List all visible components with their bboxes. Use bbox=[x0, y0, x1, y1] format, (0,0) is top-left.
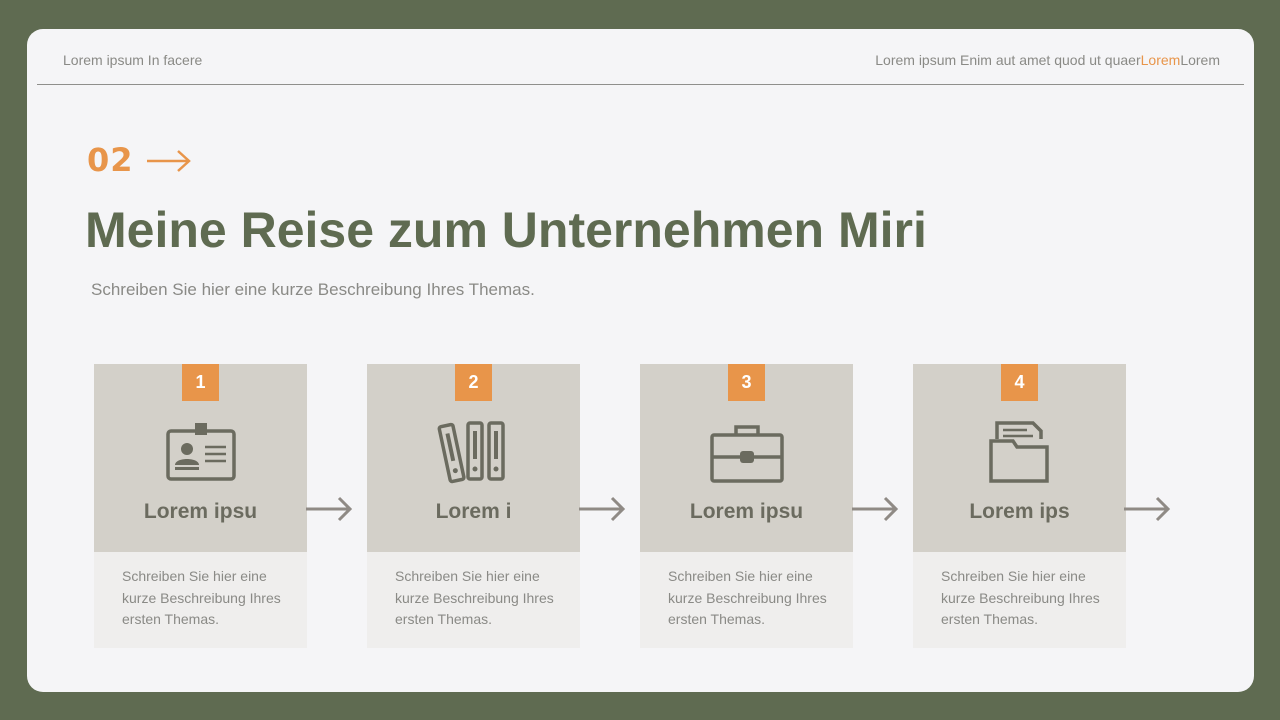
step-description: Schreiben Sie hier eine kurze Beschreibu… bbox=[941, 568, 1100, 627]
step-card-3: 3 Lorem ipsu Schreiben Sie hier eine kur… bbox=[640, 364, 853, 648]
binders-icon bbox=[437, 421, 505, 484]
step-card-2: 2 Lorem i Schreiben Sie hier eine kurze … bbox=[367, 364, 580, 648]
step-title: Lorem ipsu bbox=[143, 500, 258, 523]
step-badge: 3 bbox=[728, 364, 765, 401]
step-card-4: 4 Lorem ips Schreiben Sie hier eine kurz… bbox=[913, 364, 1126, 648]
step-description: Schreiben Sie hier eine kurze Beschreibu… bbox=[395, 568, 554, 627]
flow-arrow-icon bbox=[306, 496, 353, 522]
step-card-bottom bbox=[367, 552, 580, 648]
step-badge: 1 bbox=[182, 364, 219, 401]
header-left-text: Lorem ipsum In facere bbox=[63, 52, 203, 68]
step-title: Lorem ipsu bbox=[689, 500, 804, 523]
step-title: Lorem i bbox=[435, 500, 512, 523]
section-number: 02 bbox=[87, 141, 134, 179]
step-card-bottom bbox=[913, 552, 1126, 648]
step-description: Schreiben Sie hier eine kurze Beschreibu… bbox=[668, 568, 827, 627]
briefcase-icon bbox=[710, 425, 784, 483]
step-card-bottom bbox=[94, 552, 307, 648]
page-title: Meine Reise zum Unternehmen Miri bbox=[85, 202, 927, 258]
step-card-bottom bbox=[640, 552, 853, 648]
section-arrow-icon bbox=[147, 150, 191, 172]
id-card-icon bbox=[166, 423, 236, 481]
folder-document-icon bbox=[989, 421, 1049, 483]
step-card-1: 1 Lorem ipsu Schreiben Sie hier eine kur… bbox=[94, 364, 307, 648]
slide-card: Lorem ipsum In facere Lorem ipsum Enim a… bbox=[27, 29, 1254, 692]
flow-arrow-icon bbox=[1124, 496, 1171, 522]
step-description: Schreiben Sie hier eine kurze Beschreibu… bbox=[122, 568, 281, 627]
header-right-accent: Lorem bbox=[1140, 52, 1181, 68]
flow-arrow-icon bbox=[852, 496, 899, 522]
header-right-prefix: Lorem ipsum Enim aut amet quod ut quaer bbox=[875, 52, 1141, 68]
header-right-suffix: Lorem bbox=[1180, 52, 1220, 68]
header-divider bbox=[37, 84, 1244, 85]
flow-arrow-icon bbox=[579, 496, 626, 522]
step-badge: 4 bbox=[1001, 364, 1038, 401]
step-title: Lorem ips bbox=[969, 500, 1070, 523]
page-subtitle: Schreiben Sie hier eine kurze Beschreibu… bbox=[91, 280, 535, 299]
header-right-text: Lorem ipsum Enim aut amet quod ut quaerL… bbox=[875, 52, 1220, 68]
step-badge: 2 bbox=[455, 364, 492, 401]
